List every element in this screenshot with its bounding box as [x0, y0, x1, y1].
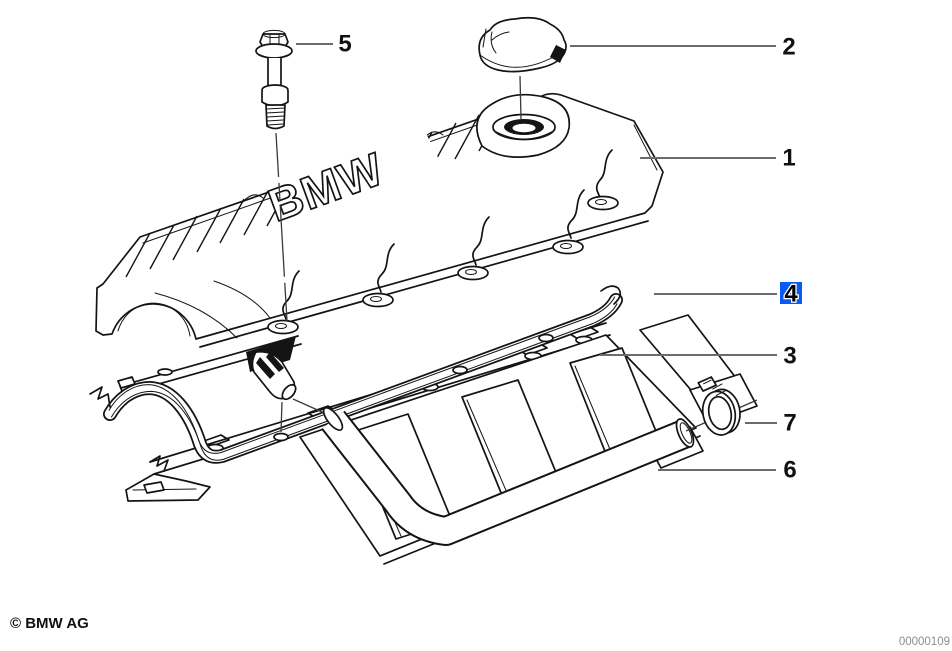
part-valve-cover: BMW	[95, 92, 664, 348]
callout-4-highlight[interactable]	[780, 282, 802, 304]
part-bolt	[255, 29, 293, 130]
part-oil-cap	[478, 16, 567, 73]
part-vent-hose	[321, 406, 695, 546]
oil-filler-neck	[475, 93, 571, 158]
cap-centerline	[519, 75, 522, 120]
spout-to-gasket-line	[280, 401, 283, 433]
callout-3[interactable]: 3	[783, 343, 796, 370]
diagram-number: 00000109	[898, 636, 950, 648]
callout-4[interactable]: 4	[783, 279, 800, 309]
callout-1[interactable]: 1	[782, 145, 795, 172]
cover-plug-wells	[267, 149, 619, 335]
part-hose-clamp	[697, 376, 741, 436]
callout-6[interactable]: 6	[783, 457, 796, 484]
copyright-notice: © BMW AG	[10, 615, 89, 632]
callout-2[interactable]: 2	[782, 34, 795, 61]
bolt-centerline	[275, 132, 288, 322]
part-gasket	[89, 285, 623, 464]
callout-7[interactable]: 7	[783, 410, 796, 437]
vent-spout	[251, 350, 297, 401]
callout-5[interactable]: 5	[338, 31, 351, 58]
